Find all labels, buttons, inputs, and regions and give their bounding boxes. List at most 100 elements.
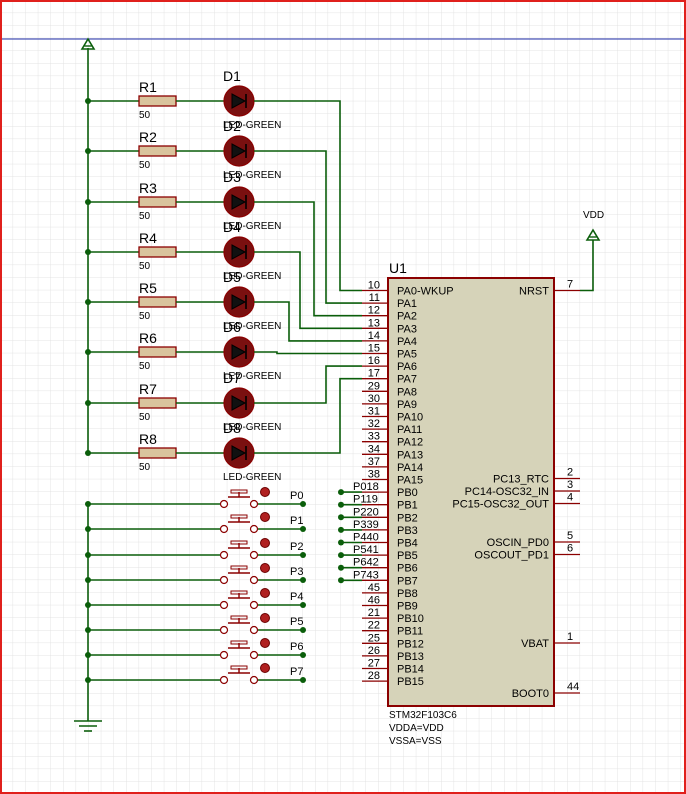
button-contact-right: [249, 499, 259, 509]
led-diode-icon: [231, 143, 247, 159]
button-contact-right: [249, 650, 259, 660]
net-tag-label: P541: [353, 544, 379, 556]
chip-pin-number: 12: [368, 305, 380, 317]
chip-pin-number: 14: [368, 330, 380, 342]
resistor-body: [138, 246, 177, 258]
button-indicator: [260, 538, 270, 548]
chip-pin-number: 32: [368, 418, 380, 430]
led-to-chip-wire: [254, 351, 362, 355]
button-indicator: [260, 588, 270, 598]
chip-pin-number: 26: [368, 645, 380, 657]
chip-pin-number: 10: [368, 280, 380, 292]
chip-pin-name: PA3: [397, 323, 417, 335]
chip-pin-number: 25: [368, 632, 380, 644]
chip-pin-name: PC14-OSC32_IN: [465, 486, 549, 498]
chip-pin-name: PA13: [397, 449, 423, 461]
led-to-chip-wire: [254, 377, 362, 454]
net-tag-label: P339: [353, 519, 379, 531]
button-label: P0: [290, 490, 303, 502]
resistor-value: 50: [139, 361, 151, 372]
resistor-value: 50: [139, 160, 151, 171]
resistor-value: 50: [139, 110, 151, 121]
chip-pin-name: PA15: [397, 475, 423, 487]
chip-pin-number: 28: [368, 670, 380, 682]
net-tag-label: P743: [353, 569, 379, 581]
chip-pin-name: PB11: [397, 626, 423, 638]
resistor-value: 50: [139, 311, 151, 322]
resistor-body: [138, 95, 177, 107]
resistor-body: [138, 145, 177, 157]
button-label: P2: [290, 541, 303, 553]
chip-pin-name: PB7: [397, 575, 418, 587]
button-cap: [230, 489, 248, 494]
chip-pin-name: PB5: [397, 550, 418, 562]
led-value: LED-GREEN: [223, 170, 281, 181]
chip-pin-number: 22: [368, 620, 380, 632]
chip-pin-number: 38: [368, 469, 380, 481]
chip-pin-number: 17: [368, 368, 380, 380]
led-value: LED-GREEN: [223, 321, 281, 332]
vdd-arrow-icon: [585, 228, 601, 241]
chip-pin-number: 21: [368, 607, 380, 619]
power-arrow-icon: [80, 37, 96, 50]
chip-pin-number: 29: [368, 380, 380, 392]
button-label: P3: [290, 566, 303, 578]
chip-ref: U1: [389, 260, 407, 276]
chip-note-vdda: VDDA=VDD: [389, 723, 444, 734]
chip-part-number: STM32F103C6: [389, 710, 457, 721]
button-label: P7: [290, 666, 303, 678]
chip-pin-name: PA8: [397, 386, 417, 398]
chip-pin-name: PA2: [397, 311, 417, 323]
chip-pin-name: OSCIN_PD0: [487, 537, 549, 549]
resistor-ref: R8: [139, 431, 157, 447]
nrst-to-vdd-wire: [580, 240, 594, 292]
chip-pin-name: PB1: [397, 500, 418, 512]
button-contact-left: [219, 550, 229, 560]
button-terminal-dot: [300, 501, 306, 507]
led-diode-icon: [231, 194, 247, 210]
chip-pin-number: 3: [567, 479, 573, 491]
button-contact-left: [219, 600, 229, 610]
chip-pin-number: 15: [368, 343, 380, 355]
chip-pin-number: 37: [368, 456, 380, 468]
chip-pin-name: PA4: [397, 336, 417, 348]
button-contact-right: [249, 575, 259, 585]
button-label: P4: [290, 591, 303, 603]
chip-pin-number: 27: [368, 658, 380, 670]
button-indicator: [260, 563, 270, 573]
button-terminal-dot: [300, 677, 306, 683]
chip-pin-number: 33: [368, 431, 380, 443]
led-ref: D1: [223, 68, 241, 84]
resistor-body: [138, 196, 177, 208]
button-terminal-dot: [300, 602, 306, 608]
chip-pin-name: BOOT0: [512, 688, 549, 700]
led-to-chip-wire: [254, 301, 362, 342]
led-value: LED-GREEN: [223, 371, 281, 382]
led-value: LED-GREEN: [223, 120, 281, 131]
chip-note-vssa: VSSA=VSS: [389, 736, 442, 747]
chip-pin-name: PC13_RTC: [493, 474, 549, 486]
chip-pin-name: NRST: [519, 286, 549, 298]
chip-pin-name: PB9: [397, 601, 418, 613]
button-label: P5: [290, 616, 303, 628]
button-contact-left: [219, 575, 229, 585]
led-ref: D7: [223, 370, 241, 386]
resistor-body: [138, 447, 177, 459]
button-indicator: [260, 512, 270, 522]
led-ref: D4: [223, 219, 241, 235]
chip-pin-number: 30: [368, 393, 380, 405]
button-indicator: [260, 638, 270, 648]
chip-pin-number: 16: [368, 355, 380, 367]
resistor-body: [138, 346, 177, 358]
button-contact-left: [219, 625, 229, 635]
button-contact-right: [249, 625, 259, 635]
chip-pin-number: 45: [368, 582, 380, 594]
resistor-ref: R3: [139, 180, 157, 196]
chip-pin-number: 44: [567, 681, 579, 693]
led-diode-icon: [231, 445, 247, 461]
led-ref: D8: [223, 420, 241, 436]
resistor-value: 50: [139, 412, 151, 423]
net-tag-label: P642: [353, 557, 379, 569]
led-to-chip-wire: [254, 150, 362, 304]
